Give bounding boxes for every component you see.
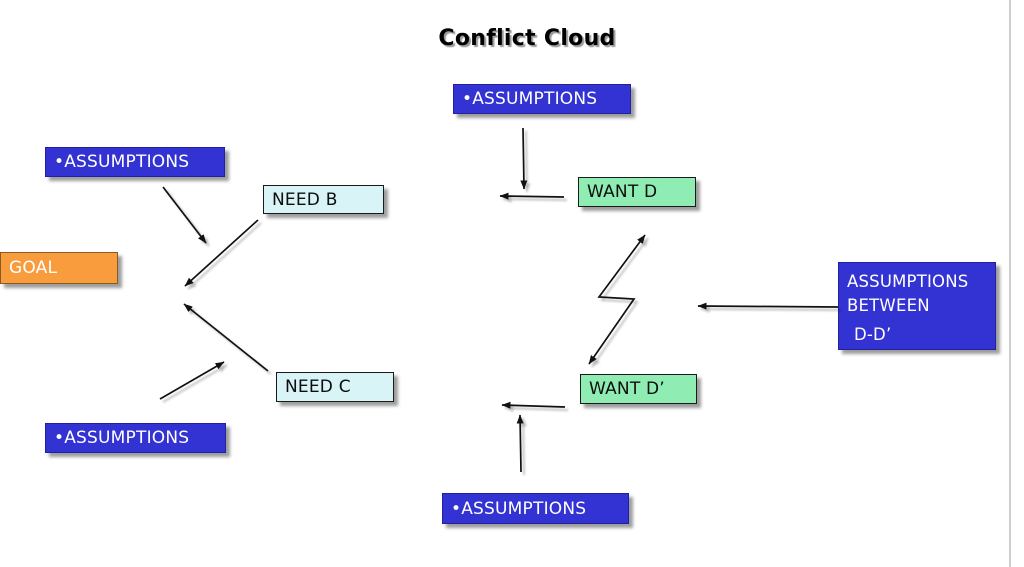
arrow-assumptions-between-to-conflict — [697, 302, 839, 310]
arrow-assumptions-bottom-center-up — [516, 414, 524, 473]
assumptions-bottom-left-label: •ASSUMPTIONS — [54, 428, 190, 448]
arrow-want-d-to-need-b — [499, 192, 565, 200]
arrow-assumptions-top-left-to-link — [162, 186, 207, 244]
want-d-prime-box: WANT D’ — [580, 374, 697, 404]
assumptions-bottom-center-label: •ASSUMPTIONS — [451, 498, 587, 519]
assumptions-between-line2: BETWEEN — [847, 296, 930, 315]
goal-label: GOAL — [9, 258, 58, 278]
arrow-assumptions-top-center-down — [520, 127, 528, 190]
need-b-label: NEED B — [272, 189, 338, 210]
want-d-box: WANT D — [578, 177, 696, 207]
assumptions-top-center-label: •ASSUMPTIONS — [462, 89, 598, 109]
arrow-assumptions-bottom-left-to-link — [159, 361, 225, 400]
arrow-need-c-to-goal — [183, 303, 269, 372]
assumptions-between-line3: D-D’ — [854, 325, 892, 344]
want-d-label: WANT D — [587, 182, 658, 202]
need-c-label: NEED C — [285, 377, 351, 397]
conflict-zigzag-arrow — [588, 234, 646, 365]
page-title: Conflict Cloud — [438, 26, 616, 51]
assumptions-top-left-box: •ASSUMPTIONS — [45, 147, 225, 177]
assumptions-bottom-left-box: •ASSUMPTIONS — [45, 423, 226, 453]
need-c-box: NEED C — [276, 372, 394, 402]
assumptions-between-line1: ASSUMPTIONS — [847, 272, 969, 291]
arrow-want-d-prime-to-need-c — [501, 401, 566, 409]
assumptions-bottom-center-box: •ASSUMPTIONS — [442, 493, 629, 524]
assumptions-top-center-box: •ASSUMPTIONS — [453, 84, 631, 114]
need-b-box: NEED B — [263, 185, 384, 214]
assumptions-top-left-label: •ASSUMPTIONS — [54, 152, 190, 172]
slide-right-edge-divider — [1009, 0, 1011, 567]
want-d-prime-label: WANT D’ — [589, 379, 665, 399]
arrow-need-b-to-goal — [184, 219, 259, 287]
assumptions-between-box: ASSUMPTIONS BETWEEN D-D’ — [838, 262, 996, 350]
goal-box: GOAL — [0, 252, 118, 284]
